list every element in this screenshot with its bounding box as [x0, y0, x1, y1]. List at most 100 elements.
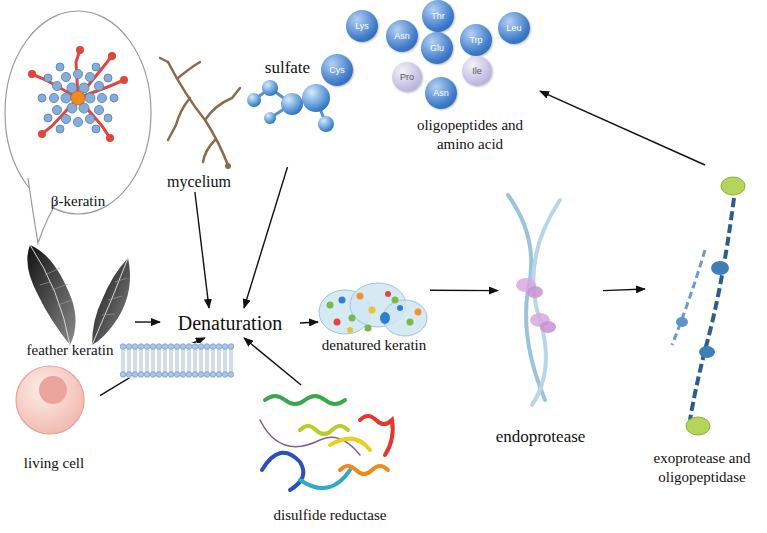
residue: [94, 81, 103, 90]
amino-acid-name: Glu: [430, 43, 444, 53]
helix: [360, 416, 393, 455]
peptide-strand: [672, 250, 705, 345]
feather-barbs: [40, 268, 72, 305]
bond: [254, 88, 326, 124]
node-label: denatured keratin: [314, 336, 434, 355]
residue: [52, 105, 61, 114]
residue: [38, 94, 46, 102]
helix: [340, 466, 388, 474]
loop: [260, 420, 360, 455]
hypha-tip: [225, 163, 231, 169]
node-label: oligopeptides and amino acid: [415, 116, 525, 154]
dot: [339, 297, 346, 304]
residue: [61, 114, 70, 123]
feather-shaft: [92, 258, 128, 345]
hypha: [168, 62, 228, 165]
enzyme-blob: [540, 321, 556, 333]
dot: [407, 319, 414, 326]
dot: [365, 325, 372, 332]
residue: [61, 72, 70, 81]
residue: [92, 63, 100, 71]
blob: [350, 283, 406, 327]
node-label: Denaturation: [160, 311, 300, 335]
chain-tip: [28, 70, 36, 78]
residue: [79, 103, 89, 113]
feather-node: feather keratin: [5, 240, 135, 365]
strand: [300, 470, 350, 488]
amino-acid-name: Lys: [355, 21, 369, 31]
membrane-backing: [120, 343, 234, 378]
residue: [92, 125, 100, 133]
amino-acid-circle: Trp: [460, 24, 492, 56]
residue: [97, 93, 106, 102]
bubble-tail: [28, 178, 58, 243]
callout-bubble: β-keratin: [4, 10, 152, 215]
node-label: exoprotease and oligopeptidase: [642, 449, 762, 487]
chain-tip: [108, 52, 116, 60]
hypha: [168, 98, 190, 140]
strand: [262, 453, 303, 490]
chain-tip: [120, 76, 128, 84]
enzyme-blob: [699, 346, 715, 358]
bubble-outline: [4, 10, 152, 215]
flow-arrow: [100, 338, 205, 396]
node-label: disulfide reductase: [245, 506, 415, 525]
process-label: Denaturation: [160, 308, 300, 338]
residue: [56, 125, 64, 133]
cell-nucleus: [39, 376, 67, 404]
residue: [52, 81, 61, 90]
atom: [281, 93, 303, 115]
blob: [319, 290, 371, 334]
amino-acid-circle: Ile: [462, 56, 492, 86]
residue: [94, 105, 103, 114]
endoprotease-drawing: [508, 195, 560, 405]
node-label: β-keratin: [4, 192, 152, 211]
keratin-molecule: [28, 46, 128, 142]
residue: [67, 83, 77, 93]
dot: [380, 312, 390, 324]
flow-arrow: [430, 290, 498, 292]
amino-acid-circle: Pro: [392, 62, 422, 92]
chain-tip: [106, 134, 114, 142]
dot: [357, 293, 364, 300]
exoprotease-drawing: [672, 177, 745, 435]
amino-acid-circle: Lys: [346, 10, 378, 42]
residue: [67, 103, 77, 113]
blob: [383, 300, 427, 336]
dot: [397, 305, 403, 311]
amino-acid-name: Ile: [472, 66, 482, 76]
enzyme-node: disulfide reductase: [245, 385, 415, 525]
peptide-strand: [532, 200, 560, 405]
hypha: [205, 88, 240, 120]
amino-acid-name: Trp: [469, 35, 482, 45]
enzyme-blob: [686, 417, 710, 435]
amino-acid-name: Thr: [431, 11, 445, 21]
feather-barbs: [102, 278, 127, 315]
flow-arrow: [300, 322, 318, 323]
dot: [415, 309, 422, 316]
residue: [110, 94, 118, 102]
atom: [302, 84, 330, 112]
enzyme-blob: [711, 261, 729, 275]
keratin-node: denatured keratin: [318, 286, 430, 358]
flow-arrow: [135, 321, 160, 323]
hypha: [160, 58, 168, 62]
amino-acid-circle: Asn: [425, 77, 457, 109]
amino-acid-name: Asn: [394, 31, 410, 41]
hypha: [178, 62, 200, 78]
enzyme-blob: [516, 278, 536, 292]
node-label: living cell: [8, 454, 100, 473]
dot: [334, 319, 341, 326]
node-label: endoprotease: [488, 426, 593, 447]
helix: [265, 396, 345, 404]
dot: [392, 297, 399, 304]
residue: [44, 114, 52, 122]
dot: [349, 315, 356, 322]
dot: [385, 291, 391, 297]
cell-node: living cell: [8, 362, 100, 474]
flow-arrow: [244, 338, 301, 385]
atom: [247, 93, 261, 107]
mycelium-drawing: [160, 58, 240, 165]
amino-acid-circle: Asn: [386, 20, 418, 52]
